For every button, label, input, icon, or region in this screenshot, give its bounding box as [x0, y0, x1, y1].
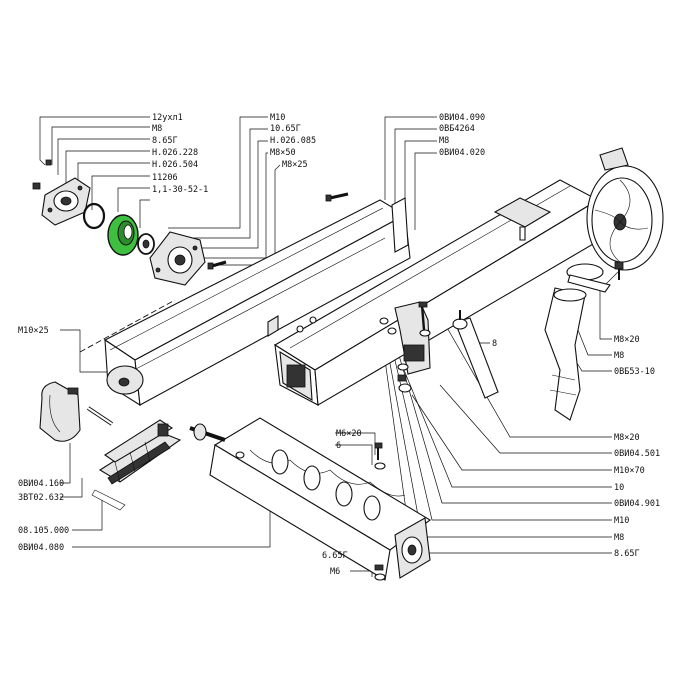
label-3vt02632: 3ВТ02.632: [18, 493, 64, 503]
label-n026228: Н.026.228: [152, 148, 198, 158]
bearing-housing-right: [149, 231, 206, 286]
label-n026504: Н.026.504: [152, 160, 198, 170]
bearing-housing-left: [41, 177, 91, 226]
conveyor-housing-main: [273, 179, 601, 406]
nuts-washers: [296, 316, 412, 393]
label-11206: 11206: [152, 173, 178, 183]
bolt-m6: [374, 442, 386, 581]
label-665g: 6.65Г: [322, 551, 348, 561]
label-m8x20-b: М8×20: [614, 433, 640, 443]
bearing-11206-highlighted: [107, 214, 139, 256]
label-m8x20-a: М8×20: [614, 335, 640, 345]
label-m8-d: М8: [614, 533, 624, 543]
label-ovi04901: 0ВИ04.901: [614, 499, 660, 509]
label-865g-a: 8.65Г: [152, 136, 178, 146]
label-6: 6: [336, 441, 341, 451]
label-ovb4264: 0ВБ4264: [439, 124, 475, 134]
bolt-nut-small: [32, 159, 52, 190]
label-ovi04080: 0ВИ04.080: [18, 543, 64, 553]
label-113052: 1,1-30-52-1: [152, 185, 208, 195]
drive-pulley: [586, 147, 664, 271]
label-08105000: 08.105.000: [18, 526, 69, 536]
label-m10x25: М10×25: [18, 326, 49, 336]
label-8: 8: [492, 339, 497, 349]
label-ovi04501: 0ВИ04.501: [614, 449, 660, 459]
label-ovi04020: 0ВИ04.020: [439, 148, 485, 158]
belt-guard: [566, 263, 611, 293]
label-m8x25-a: М8×25: [282, 160, 308, 170]
label-ovb5310: 0ВБ53-10: [614, 367, 655, 377]
mount-clamp: [394, 301, 431, 375]
label-m8-a: М8: [152, 124, 162, 134]
label-m10-a: М10: [270, 113, 285, 123]
label-m6x20: М6×20: [336, 429, 362, 439]
label-m10-b: М10: [614, 516, 629, 526]
label-ovi04160: 0ВИ04.160: [18, 479, 64, 489]
label-10: 10: [614, 483, 624, 493]
label-n026085: Н.026.085: [270, 136, 316, 146]
label-m6: М6: [330, 567, 340, 577]
bolt-m8x25: [325, 192, 349, 202]
part-labels: 12ухл1 М8 8.65Г Н.026.228 Н.026.504 1120…: [18, 113, 660, 577]
bolt-m10: [207, 260, 227, 270]
retaining-ring: [82, 202, 106, 230]
label-865g-b: 8.65Г: [614, 549, 640, 559]
nut-m8-pulley: [614, 261, 624, 280]
support-bracket: [452, 310, 499, 399]
label-m8x50: М8×50: [270, 148, 296, 158]
half-cover: [39, 381, 81, 442]
label-m8-c: М8: [614, 351, 624, 361]
label-ovi04090: 0ВИ04.090: [439, 113, 485, 123]
label-m10x70: М10×70: [614, 466, 645, 476]
auger-trough: [189, 417, 431, 581]
discharge-chute: [544, 287, 587, 421]
conveyor-tube-upper: [79, 197, 411, 407]
chain-assembly: [91, 419, 182, 511]
seal-ring: [137, 233, 155, 255]
label-12yxal: 12ухл1: [152, 113, 183, 123]
label-1065g: 10.65Г: [270, 124, 301, 134]
label-m8-b: М8: [439, 136, 449, 146]
shaft-pin: [86, 406, 114, 426]
